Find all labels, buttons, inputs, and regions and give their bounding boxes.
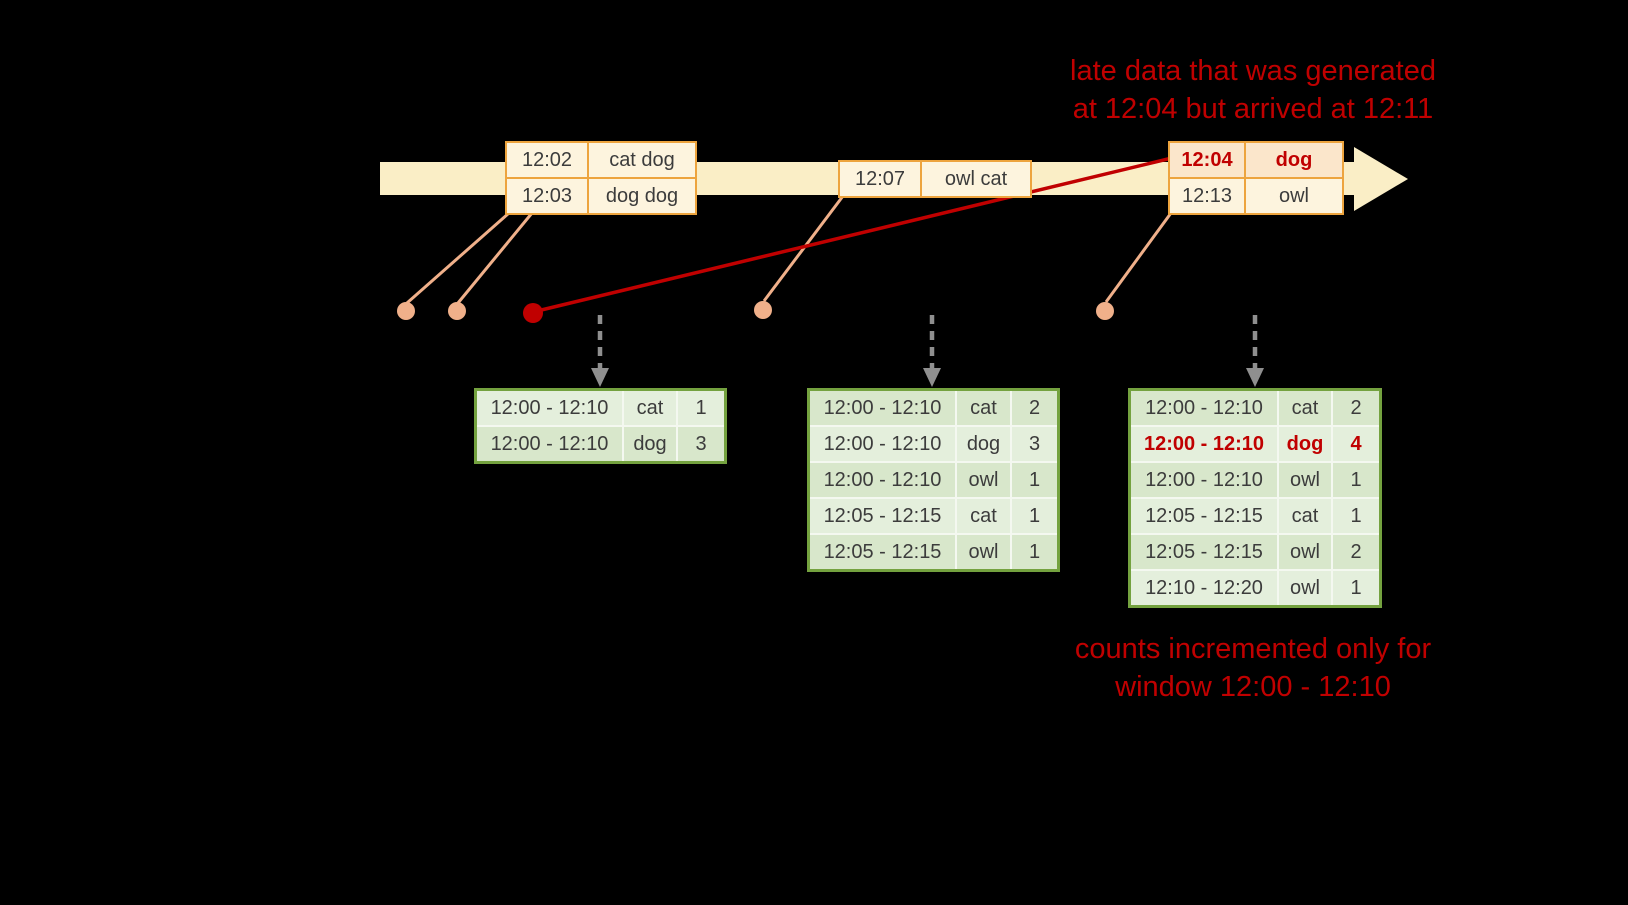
arrival-dot bbox=[397, 302, 415, 320]
updated-word-cell: dog bbox=[1279, 427, 1331, 461]
count-cell: 1 bbox=[1333, 499, 1379, 533]
event-time: 12:13 bbox=[1170, 179, 1244, 213]
window-cell: 12:00 - 12:10 bbox=[1131, 463, 1277, 497]
window-cell: 12:00 - 12:10 bbox=[810, 427, 955, 461]
event-box-group-1: 12:02 cat dog 12:03 dog dog bbox=[505, 141, 697, 215]
counts-note-line-2: window 12:00 - 12:10 bbox=[1115, 671, 1391, 703]
event-connector-line bbox=[762, 195, 845, 302]
event-words: owl bbox=[1246, 179, 1342, 213]
word-cell: owl bbox=[1279, 463, 1331, 497]
late-event-time: 12:04 bbox=[1170, 143, 1244, 177]
count-cell: 3 bbox=[678, 427, 724, 461]
window-cell: 12:00 - 12:10 bbox=[477, 391, 622, 425]
event-words: cat dog bbox=[589, 143, 695, 177]
late-data-note-line-1: late data that was generated bbox=[1070, 55, 1436, 87]
window-cell: 12:05 - 12:15 bbox=[810, 535, 955, 569]
event-connector-line bbox=[406, 211, 510, 305]
event-connector-line bbox=[1104, 212, 1173, 303]
window-cell: 12:10 - 12:20 bbox=[1131, 571, 1277, 605]
event-time: 12:02 bbox=[507, 143, 587, 177]
window-cell: 12:00 - 12:10 bbox=[810, 463, 955, 497]
count-cell: 2 bbox=[1012, 391, 1057, 425]
count-cell: 1 bbox=[678, 391, 724, 425]
late-event-words: dog bbox=[1246, 143, 1342, 177]
window-cell: 12:05 - 12:15 bbox=[1131, 535, 1277, 569]
word-cell: owl bbox=[957, 463, 1010, 497]
trigger-arrowhead-icon bbox=[591, 368, 609, 387]
count-cell: 2 bbox=[1333, 391, 1379, 425]
counts-incremented-note: counts incremented only for window 12:00… bbox=[1033, 630, 1473, 706]
counts-note-line-1: counts incremented only for bbox=[1074, 633, 1432, 665]
word-cell: cat bbox=[957, 499, 1010, 533]
word-cell: cat bbox=[624, 391, 676, 425]
word-cell: dog bbox=[957, 427, 1010, 461]
count-cell: 1 bbox=[1333, 463, 1379, 497]
result-table-1: 12:00 - 12:10 cat 1 12:00 - 12:10 dog 3 bbox=[474, 388, 727, 464]
count-cell: 1 bbox=[1333, 571, 1379, 605]
count-cell: 2 bbox=[1333, 535, 1379, 569]
window-cell: 12:05 - 12:15 bbox=[1131, 499, 1277, 533]
result-table-2: 12:00 - 12:10 cat 2 12:00 - 12:10 dog 3 … bbox=[807, 388, 1060, 572]
trigger-arrowhead-icon bbox=[1246, 368, 1264, 387]
result-table-3: 12:00 - 12:10 cat 2 12:00 - 12:10 dog 4 … bbox=[1128, 388, 1382, 608]
window-cell: 12:00 - 12:10 bbox=[810, 391, 955, 425]
event-connector-line bbox=[456, 212, 534, 304]
word-cell: dog bbox=[624, 427, 676, 461]
word-cell: cat bbox=[957, 391, 1010, 425]
event-time: 12:07 bbox=[840, 162, 920, 196]
arrival-dot bbox=[448, 302, 466, 320]
word-cell: owl bbox=[957, 535, 1010, 569]
late-data-note-line-2: at 12:04 but arrived at 12:11 bbox=[1072, 93, 1434, 125]
word-cell: owl bbox=[1279, 571, 1331, 605]
late-arrival-dot bbox=[523, 303, 543, 323]
arrival-dot bbox=[1096, 302, 1114, 320]
event-words: dog dog bbox=[589, 179, 695, 213]
window-cell: 12:05 - 12:15 bbox=[810, 499, 955, 533]
count-cell: 1 bbox=[1012, 535, 1057, 569]
word-cell: cat bbox=[1279, 499, 1331, 533]
late-data-note: late data that was generated at 12:04 bu… bbox=[1033, 52, 1473, 128]
count-cell: 1 bbox=[1012, 499, 1057, 533]
word-cell: owl bbox=[1279, 535, 1331, 569]
event-words: owl cat bbox=[922, 162, 1030, 196]
trigger-arrowhead-icon bbox=[923, 368, 941, 387]
updated-window-cell: 12:00 - 12:10 bbox=[1131, 427, 1277, 461]
count-cell: 1 bbox=[1012, 463, 1057, 497]
window-cell: 12:00 - 12:10 bbox=[477, 427, 622, 461]
word-cell: cat bbox=[1279, 391, 1331, 425]
trigger-arrow-group bbox=[597, 315, 1258, 368]
event-time-axis-arrowhead-icon bbox=[1354, 147, 1408, 211]
event-time: 12:03 bbox=[507, 179, 587, 213]
event-box-group-2: 12:07 owl cat bbox=[838, 160, 1032, 198]
window-cell: 12:00 - 12:10 bbox=[1131, 391, 1277, 425]
updated-count-cell: 4 bbox=[1333, 427, 1379, 461]
event-box-group-3: 12:04 dog 12:13 owl bbox=[1168, 141, 1344, 215]
count-cell: 3 bbox=[1012, 427, 1057, 461]
arrival-dot bbox=[754, 301, 772, 319]
